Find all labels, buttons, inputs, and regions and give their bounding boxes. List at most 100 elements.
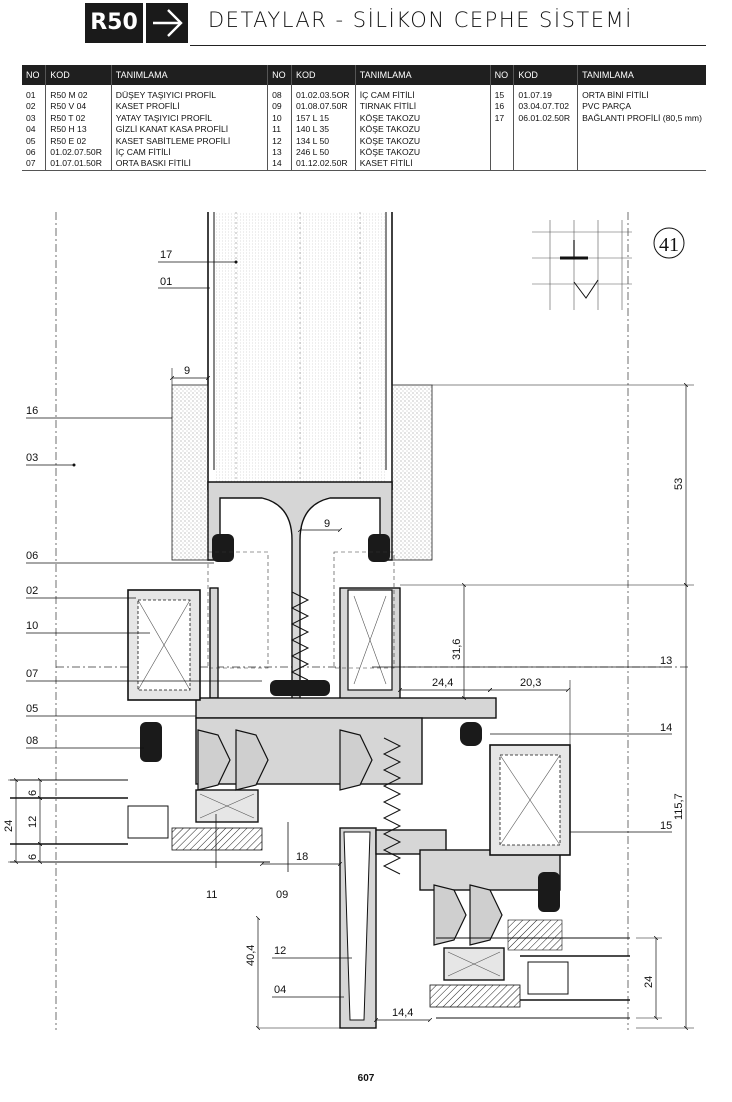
parts-cell-tanim: ORTA BİNİ FİTİLİ [577, 85, 706, 102]
hatched-sill-right [429, 984, 521, 1008]
part-label-10: 10 [26, 620, 38, 632]
parts-cell-no: 15 [489, 85, 514, 102]
col-header-tanim: TANIMLAMA [110, 65, 268, 85]
parts-cell-kod: R50 M 02 [45, 85, 112, 102]
parts-cell-no: 06 [26, 147, 36, 158]
part-label-02: 02 [26, 585, 38, 597]
detail-key: 41 [532, 220, 685, 310]
series-badge: R50 [85, 3, 143, 43]
corner-block-15 [489, 744, 571, 856]
part-label-08: 08 [26, 735, 38, 747]
dim-31-6: 31,6 [451, 639, 463, 660]
dim-40-4: 40,4 [245, 945, 257, 966]
parts-cell-no: 16 [489, 101, 514, 113]
header-rule [190, 45, 706, 46]
dim-24-right: 24 [643, 976, 655, 988]
parts-cell-no [489, 147, 514, 159]
dim-24-4: 24,4 [432, 677, 453, 689]
col-header-kod: KOD [45, 65, 112, 85]
dim-12: 12 [27, 816, 39, 828]
col-header-no: NO [22, 65, 46, 85]
parts-cell-kod: 01.08.07.50R [290, 101, 356, 113]
part-label-14: 14 [660, 722, 672, 734]
part-label-15: 15 [660, 820, 672, 832]
arrow-right-icon [146, 3, 188, 43]
dim-53: 53 [673, 478, 685, 490]
parts-cell-tanim: ORTA BASKI FİTİLİ [110, 158, 268, 171]
parts-cell-no: 01 [26, 90, 36, 100]
parts-cell-kod: 01.02.03.5OR [290, 85, 356, 102]
col-header-tanim: TANIMLAMA [577, 65, 706, 85]
gaskets [140, 534, 560, 912]
dim-24-left: 24 [3, 820, 15, 832]
section-drawing: 41 [3, 212, 694, 1060]
parts-cell-kod: 01.12.02.50R [290, 158, 356, 171]
part-label-05: 05 [26, 703, 38, 715]
parts-cell-tanim: KASET PROFİLİ [110, 101, 268, 113]
hatched-sill-left [171, 827, 263, 851]
parts-cell-kod: 03.04.07.T02 [513, 101, 578, 113]
parts-cell-tanim: GİZLİ KANAT KASA PROFİLİ [110, 124, 268, 136]
parts-cell-kod: R50 H 13 [45, 124, 112, 136]
part-label-07: 07 [26, 668, 38, 680]
parts-cell-no: 04 [26, 124, 36, 135]
parts-cell-no: 13 [267, 147, 292, 159]
pvc-block-left [171, 384, 209, 561]
parts-cell-tanim: KASET FİTİLİ [354, 158, 491, 171]
corner-block-10 [127, 589, 201, 701]
parts-cell-kod [513, 135, 578, 148]
parts-cell-kod: 01.02.07.50R [45, 147, 112, 159]
leader-lines [26, 261, 672, 998]
corner-block-13 [347, 589, 393, 691]
part-label-12: 12 [274, 945, 286, 957]
parts-cell-no [489, 135, 514, 148]
parts-cell-no: 14 [267, 158, 292, 171]
page-number: 607 [357, 1073, 375, 1084]
part-label-11: 11 [206, 889, 217, 901]
dim-18: 18 [296, 851, 308, 863]
parts-table-header: NO KOD TANIMLAMA NO KOD TANIMLAMA NO KOD… [22, 65, 706, 85]
parts-cell-tanim: İÇ CAM FİTİLİ [110, 147, 268, 159]
parts-cell-kod: 140 L 35 [290, 124, 356, 136]
dim-9-top: 9 [184, 365, 190, 377]
page-header: R50 DETAYLAR - SİLİKON CEPHE SİSTEMİ [0, 0, 732, 48]
dim-6-bottom: 6 [27, 854, 39, 860]
corner-block-12 [343, 831, 371, 1021]
parts-table: NO KOD TANIMLAMA NO KOD TANIMLAMA NO KOD… [22, 65, 706, 171]
parts-cell-kod: 01.07.01.50R [45, 158, 112, 171]
screws [290, 591, 402, 875]
parts-cell-tanim: TIRNAK FİTİLİ [354, 101, 491, 113]
extension-lines [8, 368, 694, 1029]
col-header-no: NO [489, 65, 514, 85]
parts-cell-no: 17 [489, 112, 514, 125]
glass-panel-upper [207, 212, 393, 490]
parts-cell-no: 12 [267, 135, 292, 148]
parts-cell-no: 03 [26, 112, 36, 123]
parts-cell-tanim: BAĞLANTI PROFİLİ (80,5 mm) [577, 112, 706, 125]
parts-cell-kod: 134 L 50 [290, 135, 356, 148]
parts-cell-no: 02 [26, 101, 36, 112]
parts-cell-kod [513, 158, 578, 171]
parts-cell-kod: 01.07.19 [513, 85, 578, 102]
parts-cell-tanim: KÖŞE TAKOZU [354, 112, 491, 125]
dimension-lines [16, 378, 686, 1028]
hatched-block-right [507, 919, 563, 951]
parts-cell-no: 10 [267, 112, 292, 125]
parts-cell-tanim: KASET SABİTLEME PROFİLİ [110, 135, 268, 148]
col-header-kod: KOD [290, 65, 356, 85]
parts-cell-tanim: DÜŞEY TAŞIYICI PROFİL [110, 85, 268, 102]
parts-cell-kod: R50 V 04 [45, 101, 112, 113]
dim-20-3: 20,3 [520, 677, 541, 689]
parts-cell-tanim [577, 158, 706, 171]
col-header-no: NO [267, 65, 292, 85]
detail-number: 41 [659, 234, 679, 256]
dim-14-4: 14,4 [392, 1007, 413, 1019]
parts-cell-no: 11 [267, 124, 292, 136]
